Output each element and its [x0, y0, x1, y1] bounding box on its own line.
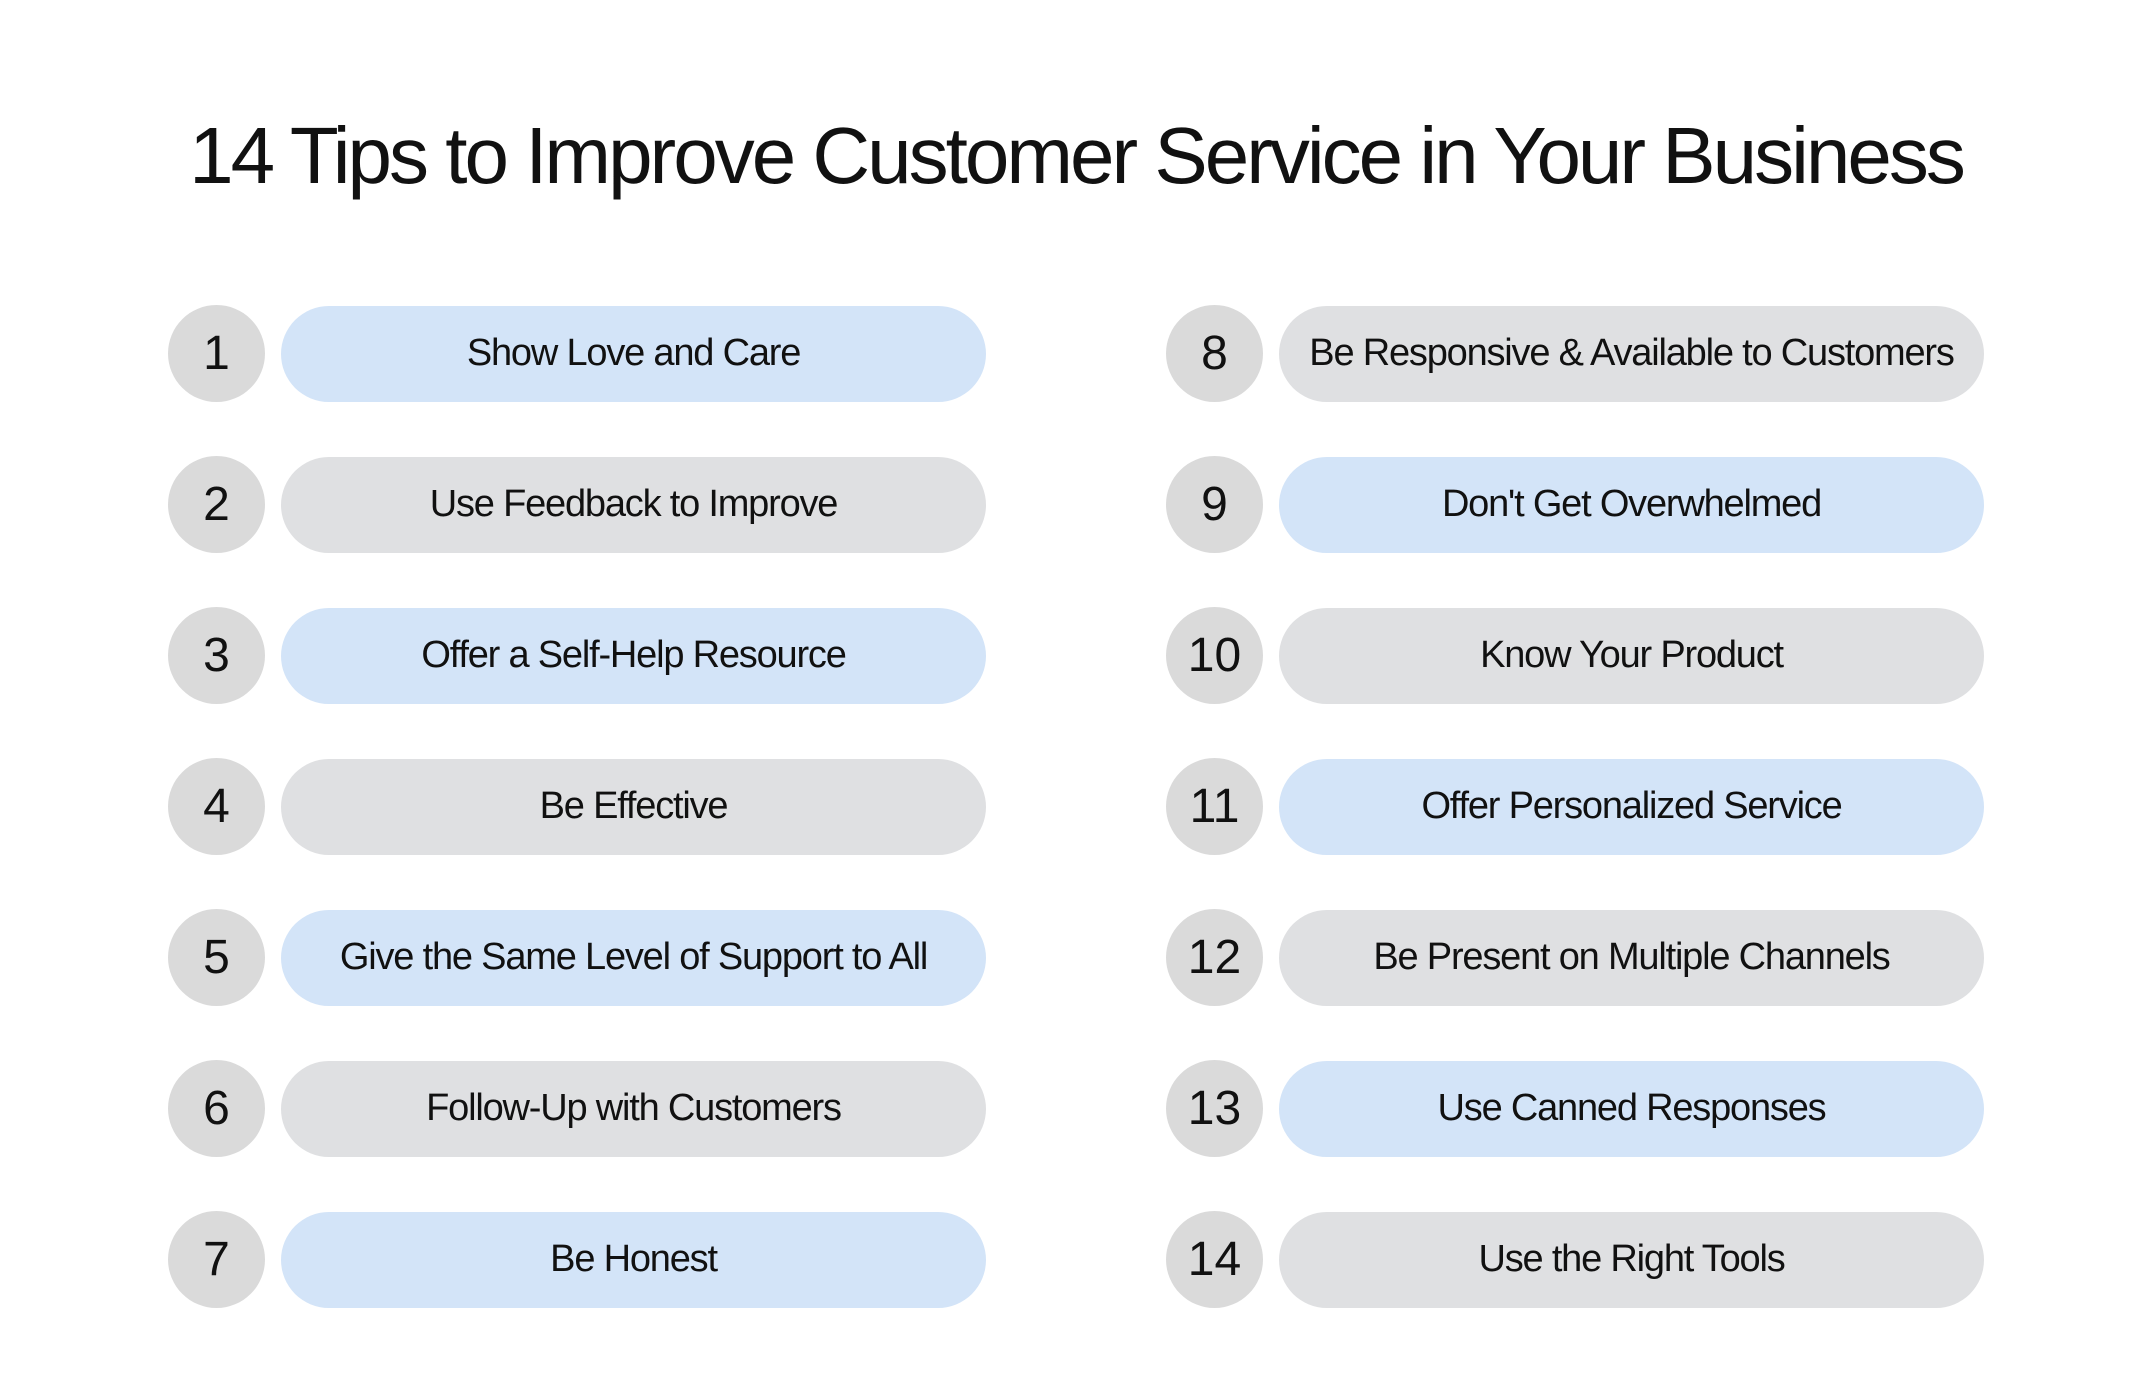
tip-label-pill: Use Canned Responses: [1279, 1060, 1984, 1157]
tip-label-pill: Give the Same Level of Support to All: [281, 909, 986, 1006]
tip-number-badge: 3: [168, 607, 265, 704]
tip-number-badge: 2: [168, 456, 265, 553]
tip-number-badge: 13: [1166, 1060, 1263, 1157]
tip-label-pill: Follow-Up with Customers: [281, 1060, 986, 1157]
tip-label-pill: Offer Personalized Service: [1279, 758, 1984, 855]
tip-number-badge: 9: [1166, 456, 1263, 553]
tip-number-badge: 12: [1166, 909, 1263, 1006]
tip-label-pill: Use the Right Tools: [1279, 1211, 1984, 1308]
tip-label-pill: Don't Get Overwhelmed: [1279, 456, 1984, 553]
tip-label-pill: Be Honest: [281, 1211, 986, 1308]
tip-number-badge: 11: [1166, 758, 1263, 855]
tip-number-badge: 5: [168, 909, 265, 1006]
tip-label-pill: Use Feedback to Improve: [281, 456, 986, 553]
tip-label-pill: Know Your Product: [1279, 607, 1984, 704]
tip-number-badge: 4: [168, 758, 265, 855]
tip-number-badge: 1: [168, 305, 265, 402]
tip-number-badge: 6: [168, 1060, 265, 1157]
tip-number-badge: 8: [1166, 305, 1263, 402]
tip-label-pill: Be Effective: [281, 758, 986, 855]
tip-number-badge: 14: [1166, 1211, 1263, 1308]
tip-label-pill: Be Present on Multiple Channels: [1279, 909, 1984, 1006]
page-title: 14 Tips to Improve Customer Service in Y…: [189, 111, 1966, 200]
tip-number-badge: 10: [1166, 607, 1263, 704]
tip-label-pill: Offer a Self-Help Resource: [281, 607, 986, 704]
tip-label-pill: Be Responsive & Available to Customers: [1279, 305, 1984, 402]
tip-label-pill: Show Love and Care: [281, 305, 986, 402]
tip-number-badge: 7: [168, 1211, 265, 1308]
